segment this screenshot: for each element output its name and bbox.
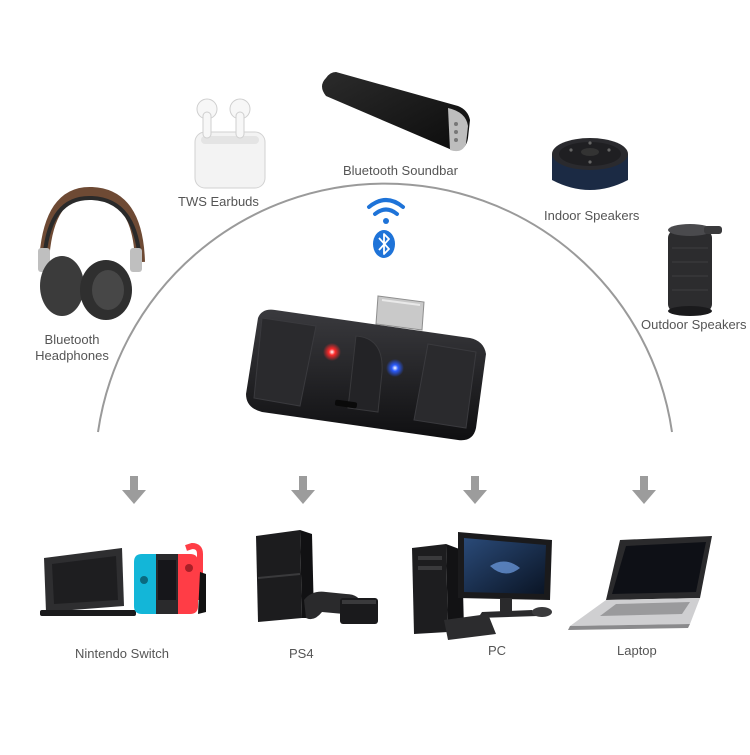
laptop-image xyxy=(568,536,712,630)
connection-arc xyxy=(97,182,673,433)
pc-image xyxy=(412,532,552,640)
earbuds-label: TWS Earbuds xyxy=(178,194,259,209)
headphones-image xyxy=(38,186,145,320)
ps4-image xyxy=(256,530,378,624)
arrow-down-icon xyxy=(291,476,315,504)
pc-label: PC xyxy=(488,643,507,658)
bluetooth-icon xyxy=(373,230,395,258)
nintendo-switch-label: Nintendo Switch xyxy=(75,646,169,661)
arrow-down-icon xyxy=(632,476,656,504)
earbuds-image xyxy=(194,98,266,189)
outdoor-speaker-image xyxy=(668,224,722,316)
arrow-down-icon xyxy=(463,476,487,504)
arrow-down-icon xyxy=(122,476,146,504)
outdoor-speakers-label: Outdoor Speakers xyxy=(641,317,747,332)
headphones-label-line1: Bluetooth xyxy=(44,332,100,347)
indoor-speaker-image xyxy=(552,138,628,190)
bluetooth-adapter-image xyxy=(246,295,486,441)
wireless-signal-icon xyxy=(367,198,405,224)
indoor-speakers-label: Indoor Speakers xyxy=(544,208,640,223)
headphones-label-line2: Headphones xyxy=(35,348,109,363)
soundbar-image xyxy=(322,72,470,152)
laptop-label: Laptop xyxy=(617,643,657,658)
soundbar-label: Bluetooth Soundbar xyxy=(343,163,458,178)
nintendo-switch-image xyxy=(40,542,206,616)
ps4-label: PS4 xyxy=(289,646,314,661)
headphones-label: Bluetooth Headphones xyxy=(22,332,122,364)
